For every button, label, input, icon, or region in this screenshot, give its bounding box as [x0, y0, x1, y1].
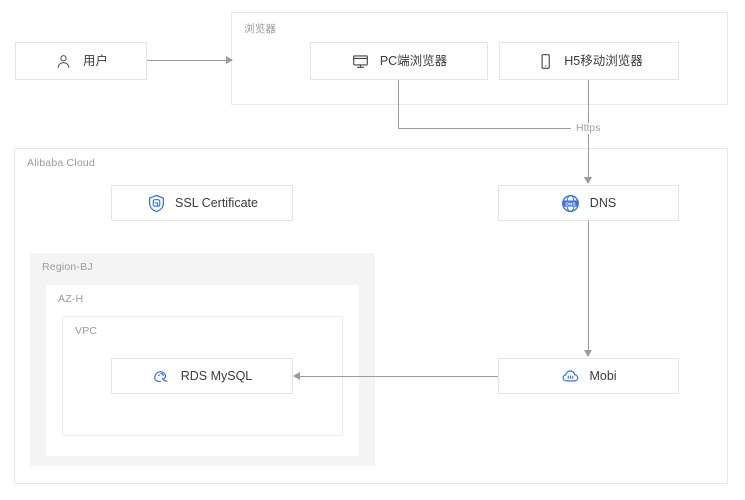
node-ssl-certificate[interactable]: SSL Certificate [111, 185, 293, 221]
connector-pc-down [398, 80, 399, 128]
connector-user-to-browser [147, 60, 230, 61]
node-ssl-certificate-label: SSL Certificate [175, 195, 258, 210]
node-mobi[interactable]: Mobi [498, 358, 679, 394]
node-h5-browser[interactable]: H5移动浏览器 [499, 42, 679, 80]
ssl-shield-icon [146, 193, 166, 213]
group-browser-label: 浏览器 [244, 23, 277, 35]
node-h5-browser-label: H5移动浏览器 [564, 53, 643, 68]
node-dns[interactable]: DNS DNS [498, 185, 679, 221]
connector-pc-to-dns-line [398, 128, 588, 129]
connector-mobi-to-rds [300, 376, 498, 377]
node-dns-label: DNS [589, 195, 617, 210]
desktop-monitor-icon [351, 51, 371, 71]
arrowhead-to-mobi [584, 350, 592, 357]
svg-text:DNS: DNS [566, 201, 577, 207]
group-alibaba-cloud-label: Alibaba Cloud [27, 157, 95, 169]
group-region-bj-label: Region-BJ [42, 261, 93, 273]
node-rds-mysql-label: RDS MySQL [180, 368, 253, 383]
connector-dns-to-mobi [588, 221, 589, 351]
node-rds-mysql[interactable]: RDS MySQL [111, 358, 293, 394]
mysql-dolphin-icon [152, 366, 172, 386]
node-user-label: 用户 [82, 53, 108, 68]
edge-label-https: Https [571, 123, 606, 134]
user-icon [54, 51, 74, 71]
node-pc-browser-label: PC端浏览器 [379, 53, 448, 68]
node-pc-browser[interactable]: PC端浏览器 [310, 42, 488, 80]
node-user[interactable]: 用户 [15, 42, 147, 80]
group-vpc-label: VPC [75, 325, 98, 337]
arrowhead-to-dns [584, 177, 592, 184]
arrowhead-user-to-browser [226, 56, 233, 64]
dns-globe-icon: DNS [561, 193, 581, 213]
group-az-h-label: AZ-H [58, 293, 84, 305]
cloud-icon [560, 366, 580, 386]
mobile-phone-icon [535, 51, 555, 71]
arrowhead-to-rds [293, 371, 300, 380]
node-mobi-label: Mobi [589, 368, 617, 383]
